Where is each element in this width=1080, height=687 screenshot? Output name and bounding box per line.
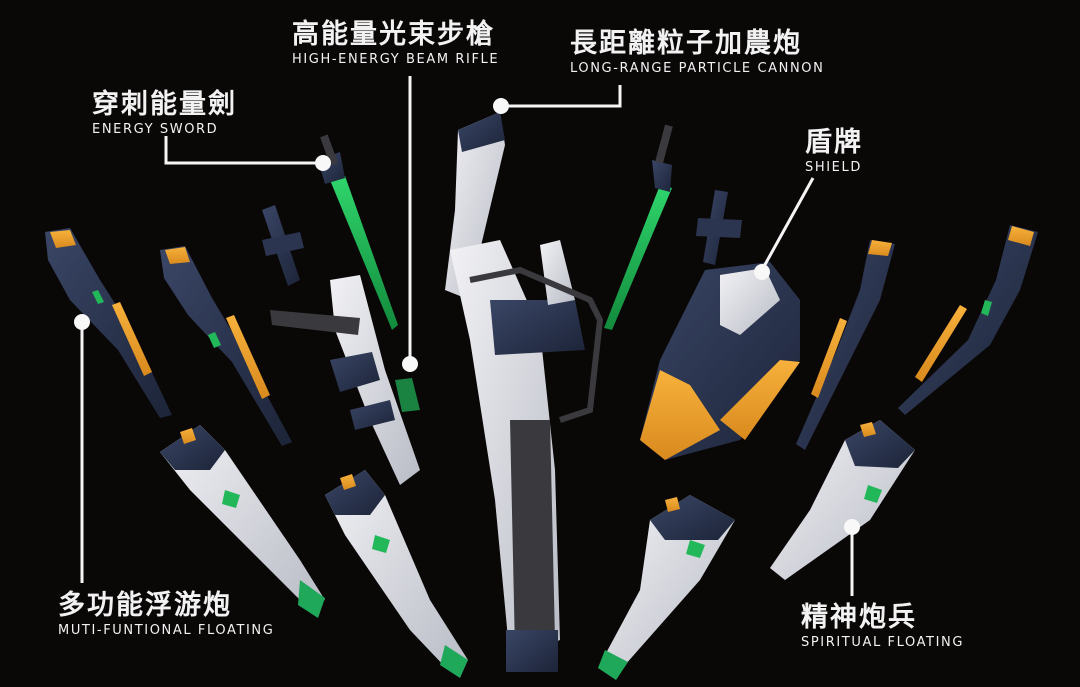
callout-title-zh: 高能量光束步槍 xyxy=(292,19,495,50)
callout-particle-cannon: 長距離粒子加農炮 LONG-RANGE PARTICLE CANNON xyxy=(570,29,824,77)
leader-lines xyxy=(80,76,854,596)
short-funnel-2 xyxy=(325,470,468,678)
long-funnel-right-1 xyxy=(796,240,895,450)
long-funnel-right-2 xyxy=(898,225,1038,415)
callout-title-en: SHIELD xyxy=(805,160,862,175)
short-funnel-3 xyxy=(598,495,735,680)
callout-title-en: LONG-RANGE PARTICLE CANNON xyxy=(570,61,825,76)
short-funnel-1 xyxy=(160,425,325,618)
callout-shield: 盾牌 SHIELD xyxy=(805,128,863,176)
leader-shield xyxy=(760,177,815,271)
grip-right xyxy=(696,190,742,265)
energy-sword-right xyxy=(604,124,673,330)
callout-title-zh: 多功能浮游炮 xyxy=(58,590,232,621)
short-funnel-4 xyxy=(770,420,915,580)
leader-particle-cannon xyxy=(501,85,622,108)
shield xyxy=(640,262,800,460)
long-funnel-left-2 xyxy=(160,246,292,446)
callout-title-en: ENERGY SWORD xyxy=(92,122,219,137)
callout-spiritual-floating: 精神炮兵 SPIRITUAL FLOATING xyxy=(801,603,964,651)
callout-beam-rifle: 高能量光束步槍 HIGH-ENERGY BEAM RIFLE xyxy=(292,20,499,68)
leader-energy-sword xyxy=(164,136,323,165)
leader-dots xyxy=(74,98,860,535)
callout-title-zh: 穿刺能量劍 xyxy=(92,89,237,120)
callout-title-zh: 精神炮兵 xyxy=(801,602,917,633)
callout-title-en: MUTI-FUNTIONAL FLOATING xyxy=(58,623,275,638)
callout-multi-functional-floating: 多功能浮游炮 MUTI-FUNTIONAL FLOATING xyxy=(58,591,274,639)
grip-left xyxy=(262,205,304,286)
callout-title-zh: 長距離粒子加農炮 xyxy=(570,28,802,59)
beam-rifle xyxy=(270,275,420,485)
callout-title-zh: 盾牌 xyxy=(805,127,863,158)
long-funnel-left-1 xyxy=(45,228,172,418)
particle-cannon xyxy=(445,112,604,672)
callout-energy-sword: 穿刺能量劍 ENERGY SWORD xyxy=(92,90,237,138)
callout-title-en: HIGH-ENERGY BEAM RIFLE xyxy=(292,52,500,67)
callout-title-en: SPIRITUAL FLOATING xyxy=(801,635,965,650)
